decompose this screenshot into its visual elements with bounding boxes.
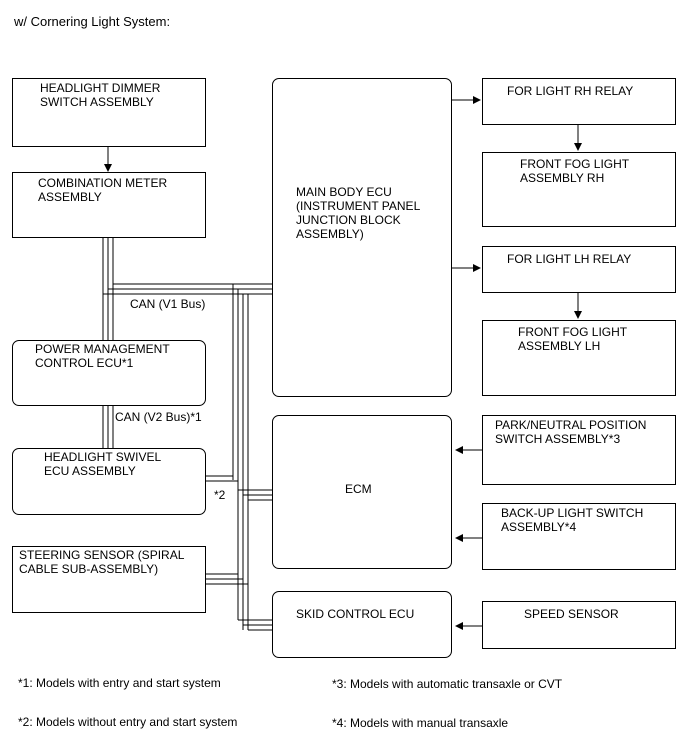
headlight-swivel-ecu-label: HEADLIGHT SWIVEL ECU ASSEMBLY [44, 450, 162, 478]
power-management-ecu-label: POWER MANAGEMENT CONTROL ECU*1 [35, 342, 170, 370]
speed-sensor-label: SPEED SENSOR [524, 607, 619, 621]
main-body-ecu-label: MAIN BODY ECU (INSTRUMENT PANEL JUNCTION… [296, 185, 421, 241]
main-body-ecu-box: MAIN BODY ECU (INSTRUMENT PANEL JUNCTION… [272, 78, 452, 397]
diagram-title: w/ Cornering Light System: [14, 14, 171, 29]
footnote-2: *2: Models without entry and start syste… [18, 715, 238, 729]
park-neutral-switch-box: PARK/NEUTRAL POSITION SWITCH ASSEMBLY*3 [482, 415, 676, 485]
front-fog-light-lh-box: FRONT FOG LIGHT ASSEMBLY LH [482, 320, 676, 396]
park-neutral-switch-label: PARK/NEUTRAL POSITION SWITCH ASSEMBLY*3 [495, 418, 647, 446]
note-2-marker: *2 [214, 488, 226, 502]
headlight-dimmer-switch-box: HEADLIGHT DIMMER SWITCH ASSEMBLY [12, 78, 206, 147]
combination-meter-box: COMBINATION METER ASSEMBLY [12, 172, 206, 238]
fog-light-lh-relay-box: FOR LIGHT LH RELAY [482, 246, 676, 293]
backup-light-switch-box: BACK-UP LIGHT SWITCH ASSEMBLY*4 [482, 503, 676, 570]
headlight-swivel-ecu-box: HEADLIGHT SWIVEL ECU ASSEMBLY [12, 448, 206, 515]
steering-sensor-box: STEERING SENSOR (SPIRAL CABLE SUB-ASSEMB… [12, 546, 206, 613]
fog-light-lh-relay-label: FOR LIGHT LH RELAY [507, 252, 632, 266]
steering-sensor-label: STEERING SENSOR (SPIRAL CABLE SUB-ASSEMB… [19, 548, 185, 576]
power-management-ecu-box: POWER MANAGEMENT CONTROL ECU*1 [12, 340, 206, 406]
combination-meter-label: COMBINATION METER ASSEMBLY [38, 176, 168, 204]
front-fog-light-rh-box: FRONT FOG LIGHT ASSEMBLY RH [482, 152, 676, 227]
headlight-dimmer-switch-label: HEADLIGHT DIMMER SWITCH ASSEMBLY [40, 81, 161, 109]
ecm-box: ECM [272, 415, 452, 569]
footnote-4: *4: Models with manual transaxle [332, 716, 509, 730]
fog-light-rh-relay-box: FOR LIGHT RH RELAY [482, 78, 676, 125]
skid-control-ecu-label: SKID CONTROL ECU [296, 607, 415, 621]
front-fog-light-lh-label: FRONT FOG LIGHT ASSEMBLY LH [518, 325, 628, 353]
speed-sensor-box: SPEED SENSOR [482, 601, 676, 649]
can-v2-bus-label: CAN (V2 Bus)*1 [115, 410, 202, 424]
ecm-label: ECM [345, 482, 372, 496]
can-bus-lines [102, 238, 272, 631]
skid-control-ecu-box: SKID CONTROL ECU [272, 591, 452, 658]
footnote-3: *3: Models with automatic transaxle or C… [332, 677, 563, 691]
footnote-1: *1: Models with entry and start system [18, 676, 221, 690]
fog-light-rh-relay-label: FOR LIGHT RH RELAY [507, 84, 634, 98]
backup-light-switch-label: BACK-UP LIGHT SWITCH ASSEMBLY*4 [501, 506, 644, 534]
front-fog-light-rh-label: FRONT FOG LIGHT ASSEMBLY RH [520, 157, 630, 185]
can-v1-bus-label: CAN (V1 Bus) [130, 297, 206, 311]
